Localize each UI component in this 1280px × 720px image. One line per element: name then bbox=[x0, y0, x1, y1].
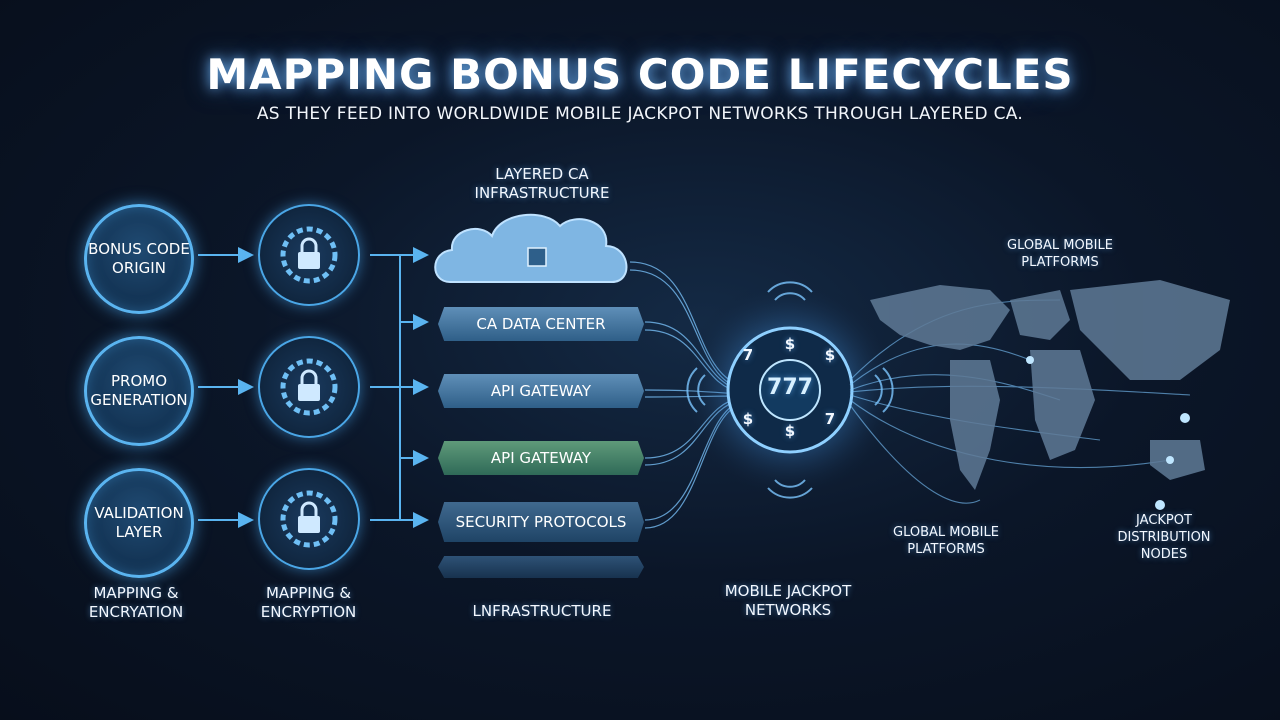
hub-symbol: $ bbox=[742, 410, 754, 428]
layer-ca-data-center: CA DATA CENTER bbox=[438, 307, 644, 341]
page-subtitle: AS THEY FEED INTO WORLDWIDE MOBILE JACKP… bbox=[256, 104, 1024, 124]
hub-symbol: $ bbox=[824, 346, 836, 364]
layer-label: API GATEWAY bbox=[490, 382, 592, 400]
hub-symbol: 7 bbox=[742, 346, 754, 364]
lock-gear-icon bbox=[258, 204, 360, 306]
layer-label: API GATEWAY bbox=[490, 449, 592, 467]
promo-generation-node: PROMO GENERATION bbox=[84, 336, 194, 446]
promo-generation-label: PROMO GENERATION bbox=[90, 372, 188, 409]
hub-symbol: $ bbox=[784, 422, 796, 440]
map-bottom-right-caption: JACKPOT DISTRIBUTION NODES bbox=[1117, 513, 1211, 562]
layer-label: SECURITY PROTOCOLS bbox=[455, 513, 627, 531]
infra-top-caption: LAYERED CA INFRASTRUCTURE bbox=[474, 165, 610, 202]
hub-symbol: 7 bbox=[824, 410, 836, 428]
hub-caption: MOBILE JACKPOT NETWORKS bbox=[724, 582, 852, 619]
signal-waves-icon bbox=[686, 281, 894, 499]
bonus-code-origin-label: BONUS CODE ORIGIN bbox=[88, 240, 190, 277]
caption-col1: MAPPING & ENCRYATION bbox=[88, 584, 184, 621]
validation-layer-node: VALIDATION LAYER bbox=[84, 468, 194, 578]
infra-bottom-caption: LNFRASTRUCTURE bbox=[472, 602, 612, 620]
layer-security-protocols: SECURITY PROTOCOLS bbox=[438, 502, 644, 542]
validation-layer-label: VALIDATION LAYER bbox=[94, 504, 184, 541]
layer-label: CA DATA CENTER bbox=[476, 315, 606, 333]
layer-base bbox=[438, 556, 644, 578]
caption-col2: MAPPING & ENCRYPTION bbox=[260, 584, 357, 621]
bonus-code-origin-node: BONUS CODE ORIGIN bbox=[84, 204, 194, 314]
map-bottom-left-caption: GLOBAL MOBILE PLATFORMS bbox=[893, 525, 999, 557]
slot-777-icon: 777 bbox=[767, 375, 813, 400]
world-map-icon bbox=[870, 280, 1230, 490]
layer-api-gateway: API GATEWAY bbox=[438, 374, 644, 408]
lock-gear-icon bbox=[258, 468, 360, 570]
layer-api-gateway-green: API GATEWAY bbox=[438, 441, 644, 475]
page-title: MAPPING BONUS CODE LIFECYCLES bbox=[206, 50, 1074, 99]
hub-symbol: $ bbox=[784, 335, 796, 353]
map-top-caption: GLOBAL MOBILE PLATFORMS bbox=[1007, 238, 1113, 270]
lock-gear-icon bbox=[258, 336, 360, 438]
